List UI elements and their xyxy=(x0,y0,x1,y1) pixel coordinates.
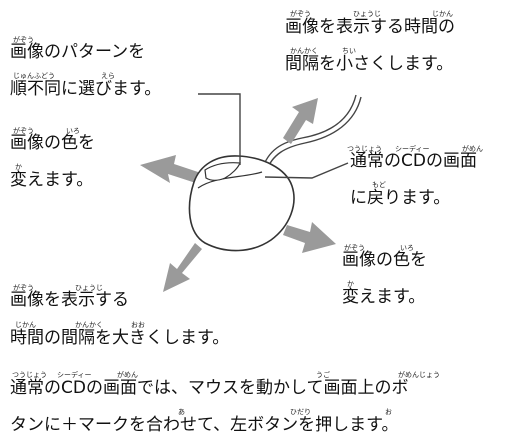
furigana-oo: おお xyxy=(131,321,145,329)
instruction-line1: 通常のCDの画面では、マウスを動かして画面上のボ xyxy=(10,378,409,398)
furigana-jikan: じかん xyxy=(432,10,453,18)
leader-line-pattern xyxy=(198,93,241,165)
furigana-jikan: じかん xyxy=(15,321,36,329)
furigana-junfudou: じゅんふどう xyxy=(13,72,55,80)
furigana-cd: シーディー xyxy=(57,371,92,379)
instruction-line2: タンに＋マークを合わせて、左ボタンを押します。 xyxy=(10,415,399,435)
arrow-down-left xyxy=(163,243,202,292)
furigana-gazou: がぞう xyxy=(13,284,34,292)
label-color-left-line2: 変えます。 xyxy=(10,170,94,190)
furigana-ka: か xyxy=(347,280,354,288)
furigana-gamen: がめん xyxy=(462,145,483,153)
arrow-up-right xyxy=(283,98,318,144)
mouse-icon xyxy=(188,155,295,252)
furigana-a: あ xyxy=(178,408,185,416)
furigana-gazou: がぞう xyxy=(344,244,365,252)
furigana-modo: もど xyxy=(372,181,386,189)
furigana-hidari: ひだり xyxy=(290,408,311,416)
furigana-gamenjou: がめんじょう xyxy=(398,371,440,379)
furigana-o: お xyxy=(385,408,392,416)
furigana-iro: いろ xyxy=(66,127,80,135)
furigana-gazou: がぞう xyxy=(13,36,34,44)
furigana-kankaku: かんかく xyxy=(290,47,318,55)
furigana-gazou: がぞう xyxy=(290,10,311,18)
label-color-right-line2: 変えます。 xyxy=(342,287,426,307)
furigana-tsuujou: つうじょう xyxy=(347,145,382,153)
label-longer-interval-line1: 画像を表示する xyxy=(10,290,129,310)
label-shorter-interval-line2: 間隔を小さくします。 xyxy=(285,54,454,74)
furigana-gamen: がめん xyxy=(117,371,138,379)
furigana-ka: か xyxy=(15,163,22,171)
label-longer-interval-line2: 時間の間隔を大きくします。 xyxy=(10,328,230,348)
furigana-cd: シーディー xyxy=(395,145,430,153)
label-color-left-line1: 画像の色を xyxy=(10,133,95,153)
furigana-era: えら xyxy=(101,72,115,80)
furigana-ugo: うご xyxy=(316,371,330,379)
furigana-tsuujou: つうじょう xyxy=(12,371,47,379)
furigana-hyouji: ひょうじ xyxy=(353,10,381,18)
furigana-iro: いろ xyxy=(400,244,414,252)
label-shorter-interval-line1: 画像を表示する時間の xyxy=(285,17,455,37)
arrow-left xyxy=(140,155,210,186)
furigana-chii: ちい xyxy=(342,47,356,55)
arrow-right-down xyxy=(283,222,336,253)
furigana-gazou: がぞう xyxy=(13,127,34,135)
mouse-cable-inner xyxy=(265,96,362,173)
furigana-kankaku: かんかく xyxy=(75,321,103,329)
label-pattern-line2: 順不同に選びます。 xyxy=(10,79,162,99)
label-color-right-line1: 画像の色を xyxy=(342,250,427,270)
leader-line-normal-cd xyxy=(264,162,349,179)
label-pattern-line1: 画像のパターンを xyxy=(10,42,146,62)
furigana-hyouji: ひょうじ xyxy=(75,284,103,292)
label-normal-cd-line2: に戻ります。 xyxy=(350,188,451,208)
label-normal-cd-line1: 通常のCDの画面 xyxy=(350,151,477,171)
mouse-cable xyxy=(261,94,357,171)
